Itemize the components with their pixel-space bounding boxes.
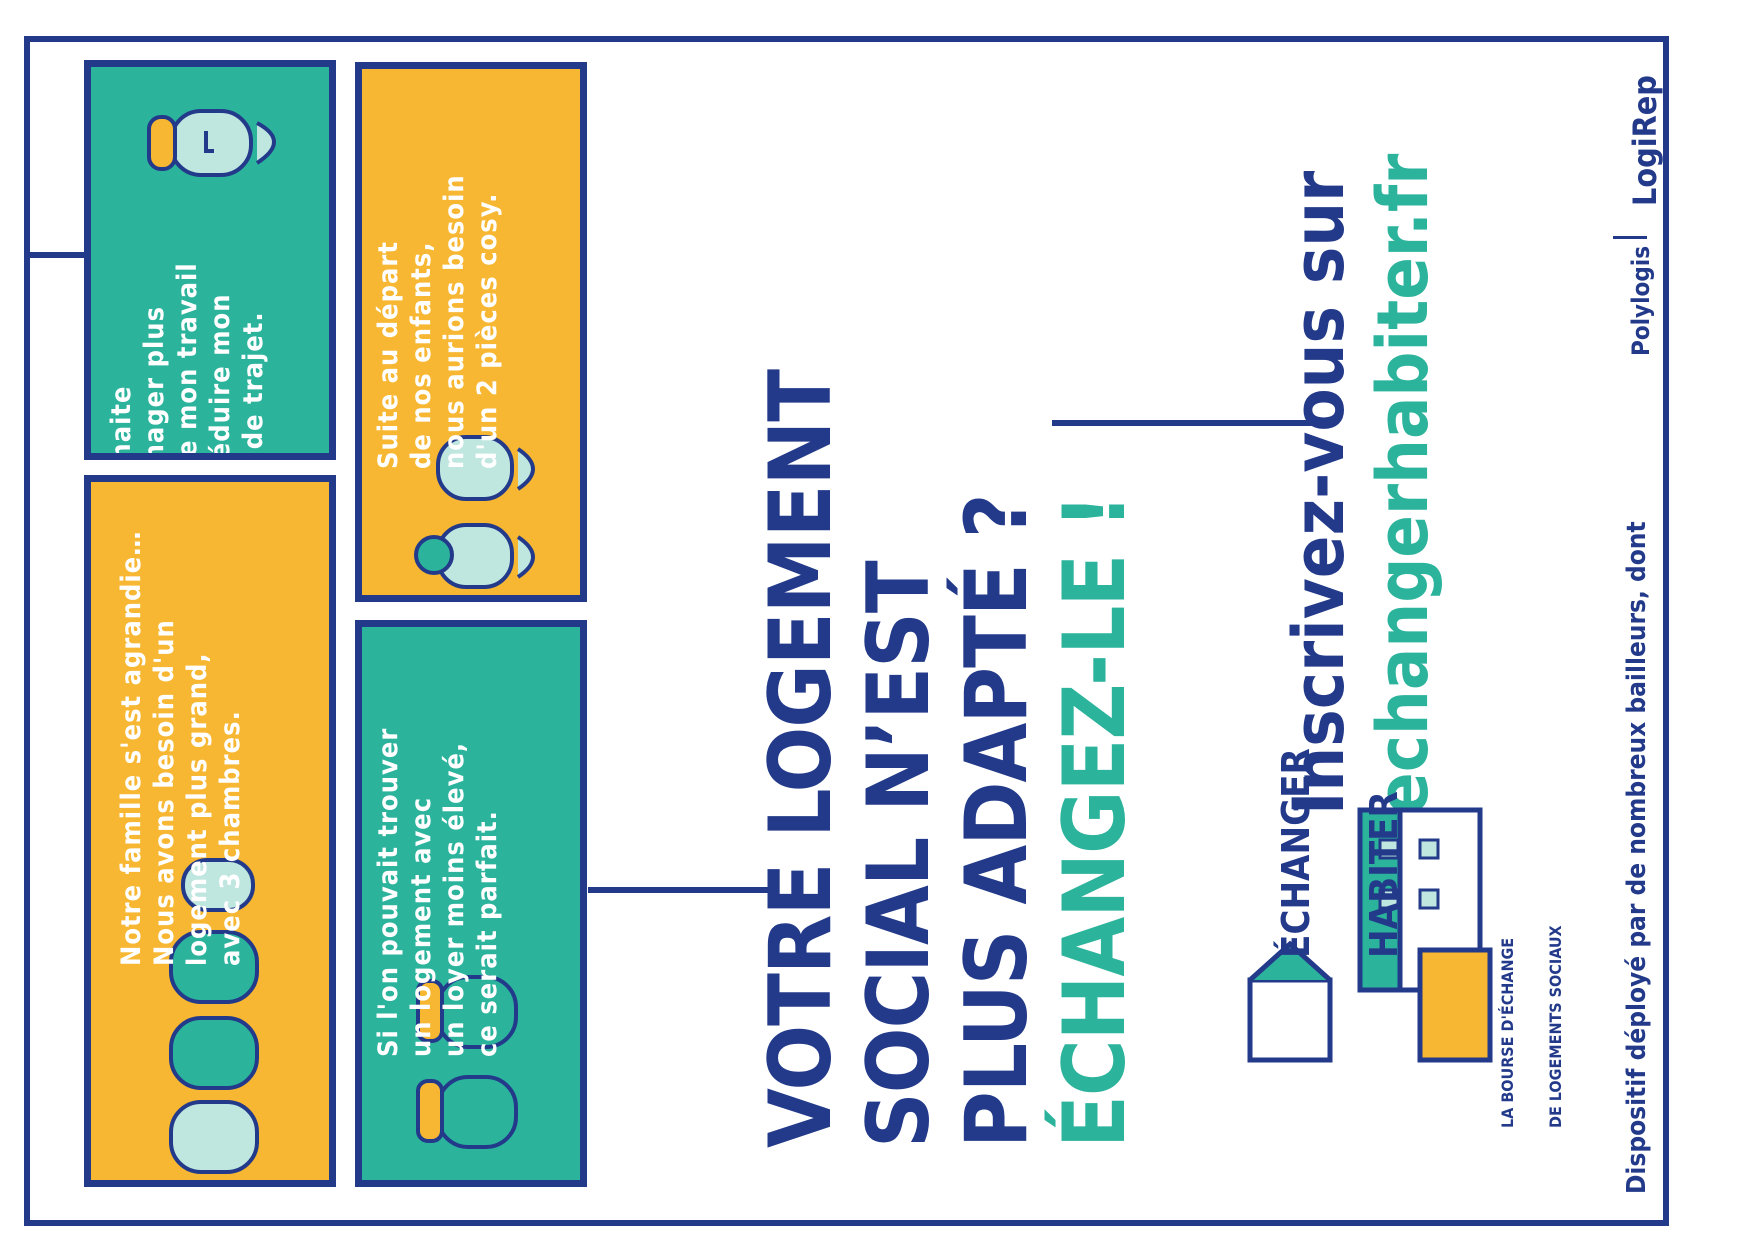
card-rent-text: Si l'on pouvait trouver un logement avec… <box>373 727 503 1057</box>
partner-logirep: LogiRep <box>1626 75 1664 206</box>
couple-faces-icon <box>414 435 535 589</box>
headline-line2: PLUS ADAPTÉ ? ÉCHANGEZ-LE ! <box>947 108 1145 1148</box>
poster-frame <box>24 36 1669 1226</box>
cta-line1: Inscrivez-vous sur <box>1278 170 1360 815</box>
logo-tagline-line1: LA BOURSE D'ÉCHANGE <box>1498 937 1517 1128</box>
logo-tagline: LA BOURSE D'ÉCHANGE DE LOGEMENTS SOCIAUX <box>1472 908 1565 1128</box>
connector-cta <box>1052 420 1332 426</box>
logo-name-line2: HABITER <box>1362 791 1406 958</box>
pair-illustration <box>398 967 558 1177</box>
house-hand-icon <box>1247 807 1493 1063</box>
headline-line1: VOTRE LOGEMENT SOCIAL N’EST <box>751 369 949 1148</box>
person-illustration <box>131 81 301 201</box>
headline: VOTRE LOGEMENT SOCIAL N’EST PLUS ADAPTÉ … <box>751 108 1145 1148</box>
pair-faces-icon <box>416 975 518 1149</box>
testimonial-card-commute: Je souhaite emménager plus près de mon t… <box>84 60 336 460</box>
call-to-action: Inscrivez-vous sur echangerhabiter.fr <box>1277 153 1457 815</box>
partner-polylogis: Polylogis <box>1627 245 1655 356</box>
testimonial-card-downsize: Suite au départ de nos enfants, nous aur… <box>355 62 587 602</box>
connector-card1 <box>24 252 84 258</box>
family-illustration <box>131 852 311 1180</box>
card-commute-text: Je souhaite emménager plus près de mon t… <box>106 262 269 460</box>
website-link[interactable]: echangerhabiter.fr <box>1362 153 1444 815</box>
footer-text: Dispositif déployé par de nombreux baill… <box>1622 521 1652 1194</box>
connector-card4 <box>588 887 772 893</box>
partner-divider <box>1613 236 1647 239</box>
logo-name: ÉCHANGER HABITER <box>1230 748 1406 958</box>
logo-tagline-line2: DE LOGEMENTS SOCIAUX <box>1546 925 1565 1128</box>
man-face-icon <box>147 109 276 177</box>
card-downsize-text: Suite au départ de nos enfants, nous aur… <box>373 174 503 469</box>
echanger-habiter-logo: ÉCHANGER HABITER <box>1230 748 1540 1070</box>
headline-question: PLUS ADAPTÉ ? <box>947 494 1047 1148</box>
headline-accent: ÉCHANGEZ-LE ! <box>1045 494 1145 1148</box>
family-faces-icon <box>169 858 259 1174</box>
testimonial-card-family: Notre famille s'est agrandie… Nous avons… <box>84 475 336 1187</box>
card-family-text: Notre famille s'est agrandie… Nous avons… <box>116 530 246 966</box>
logo-name-line1: ÉCHANGER <box>1274 748 1318 958</box>
couple-illustration <box>398 429 558 595</box>
testimonial-card-rent: Si l'on pouvait trouver un logement avec… <box>355 620 587 1187</box>
